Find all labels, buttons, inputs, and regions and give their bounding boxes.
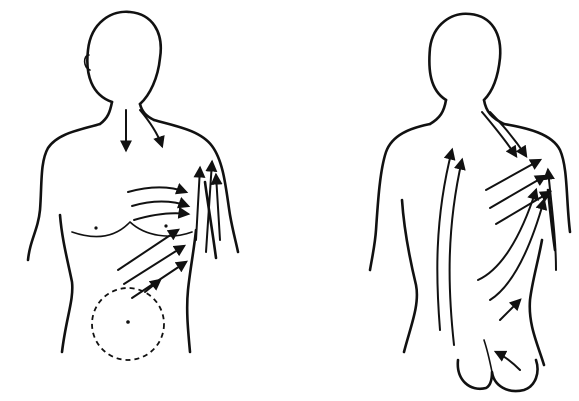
front-head xyxy=(87,12,160,104)
arrow-chest-3 xyxy=(134,213,188,220)
back-cleft xyxy=(484,340,492,372)
front-torso-left xyxy=(60,215,72,352)
arrow-diag-2 xyxy=(124,246,184,284)
front-figure xyxy=(28,12,238,360)
back-figure xyxy=(370,14,570,391)
arrow-chest-1 xyxy=(128,188,186,193)
back-buttocks xyxy=(458,360,538,391)
arrow-back-sacrum xyxy=(496,352,520,370)
arrow-arm-1 xyxy=(196,168,200,240)
arrow-back-diag-2 xyxy=(490,176,545,208)
front-right-nipple xyxy=(164,224,167,227)
back-torso-left xyxy=(402,200,417,352)
arrow-arm-3 xyxy=(216,175,220,240)
back-torso-right xyxy=(530,240,544,365)
arrow-belly-up xyxy=(145,280,160,292)
arrow-back-diag-1 xyxy=(486,160,540,190)
front-navel xyxy=(126,320,130,324)
arrow-diag-1 xyxy=(118,230,178,270)
arrow-neck-right xyxy=(140,110,162,146)
front-torso-right xyxy=(187,230,196,352)
back-neck-right xyxy=(484,100,504,124)
arrow-back-lower-1 xyxy=(478,190,536,280)
back-head xyxy=(429,14,500,100)
front-neck-left xyxy=(100,102,112,124)
arrow-back-lower-2 xyxy=(490,200,544,300)
front-chest-line xyxy=(72,222,192,237)
arrow-back-lower-3 xyxy=(500,300,520,320)
arrow-back-neck-2 xyxy=(490,112,526,156)
abdomen-dashed-circle xyxy=(92,288,164,360)
front-left-nipple xyxy=(94,226,97,229)
arrow-back-left-long-2 xyxy=(450,160,462,345)
arrow-arm-2 xyxy=(206,162,212,252)
back-neck-left xyxy=(430,100,446,124)
arrow-chest-2 xyxy=(132,202,188,207)
back-left-arm xyxy=(370,124,430,270)
